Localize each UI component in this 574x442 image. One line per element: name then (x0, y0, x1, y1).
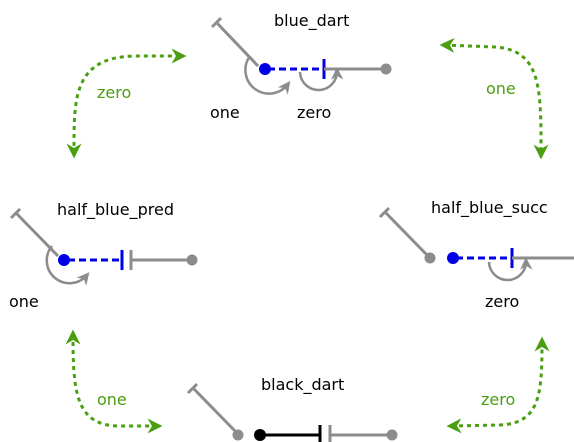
blue-dart-label-zero: zero (297, 103, 331, 122)
blue-dart-diagonal-edge (214, 20, 260, 68)
half-blue-succ-origin-vertex (447, 252, 459, 264)
black-dart-diagonal-tick (186, 382, 199, 395)
half-blue-succ-title: half_blue_succ (431, 198, 548, 218)
black-dart-diagonal-edge (191, 386, 238, 434)
blue-dart-rotation-zero-arrow (298, 67, 344, 92)
blue-dart-gray-endpoint (380, 63, 392, 75)
blue-dart-diagonal-tick (210, 16, 223, 29)
black-dart-title: black_dart (261, 375, 344, 395)
transition-bottom-left-label: one (97, 390, 127, 409)
black-dart-gray-endpoint (386, 429, 398, 441)
transition-top-right-label: one (486, 79, 516, 98)
blue-dart-label-one: one (210, 103, 240, 122)
black-dart-node: black_dart (186, 375, 398, 442)
transition-top-right-arrow (439, 37, 549, 160)
half-blue-pred-rotation-one-arrow (45, 245, 90, 286)
blue-dart-origin-vertex (259, 63, 271, 75)
transitions: zero one one zero (65, 37, 550, 434)
half-blue-succ-rotation-zero-arrow (487, 257, 533, 282)
blue-dart-rotation-one-arrow (244, 55, 291, 95)
transition-top-left-label: zero (97, 83, 131, 102)
blue-dart-node: blue_dart one zero (210, 11, 392, 122)
black-dart-gray-vertex (232, 429, 244, 441)
transition-bottom-right-arrow (446, 336, 550, 434)
transition-top-left-arrow (66, 48, 187, 159)
half-blue-succ-label-zero: zero (485, 292, 519, 311)
half-blue-pred-node: half_blue_pred one (9, 200, 198, 311)
half-blue-succ-gray-vertex (424, 252, 436, 264)
half-blue-succ-node: half_blue_succ zero (378, 198, 574, 311)
half-blue-pred-title: half_blue_pred (57, 200, 174, 220)
half-blue-pred-gray-endpoint (186, 254, 198, 266)
transition-bottom-right-label: zero (481, 390, 515, 409)
half-blue-pred-label-one: one (9, 292, 39, 311)
black-dart-origin-vertex (254, 429, 266, 441)
half-blue-pred-diagonal-edge (14, 211, 60, 258)
blue-dart-title: blue_dart (274, 11, 349, 31)
half-blue-pred-diagonal-tick (9, 207, 22, 220)
half-blue-pred-origin-vertex (58, 254, 70, 266)
half-blue-succ-diagonal-tick (378, 206, 391, 219)
transition-bottom-left-arrow (65, 329, 163, 434)
half-blue-succ-diagonal-edge (383, 210, 430, 258)
